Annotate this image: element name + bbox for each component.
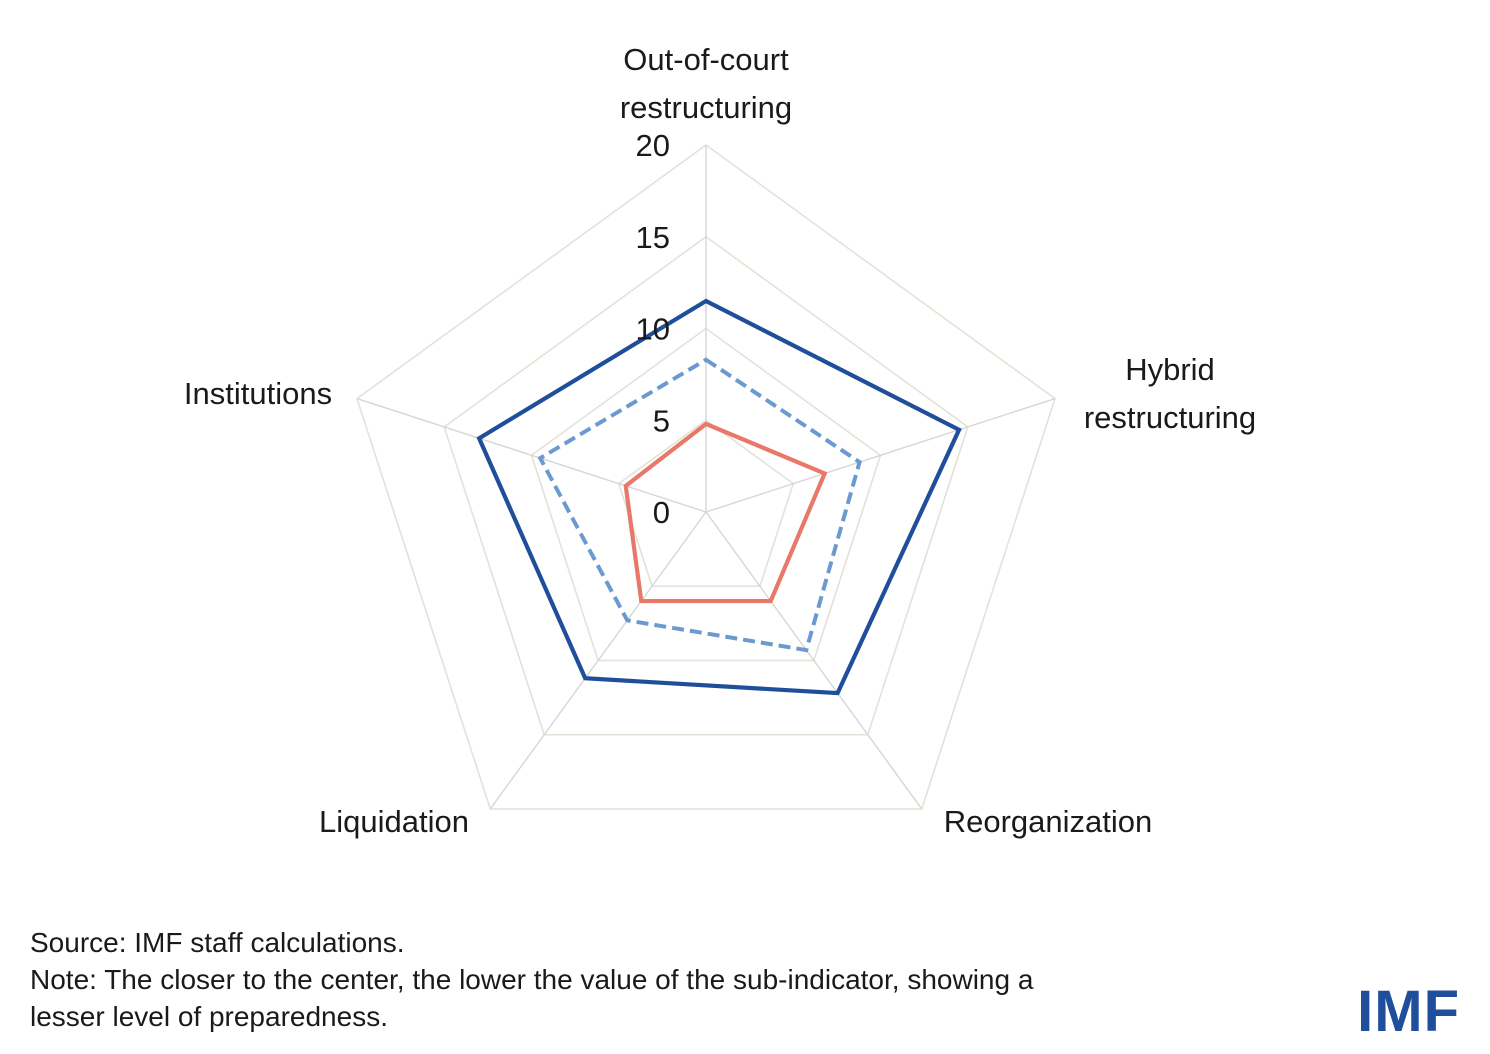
imf-logo: IMF — [1357, 979, 1460, 1044]
series-line-0 — [476, 298, 962, 696]
tick-label-15: 15 — [636, 220, 670, 255]
axis-label-3: Liquidation — [319, 804, 469, 839]
spoke-3 — [489, 511, 707, 810]
radial-tick-labels: 0 5 10 15 20 — [636, 128, 670, 530]
chart-footer: Source: IMF staff calculations. Note: Th… — [30, 924, 1230, 1035]
grid-ring-15 — [443, 235, 969, 736]
tick-label-10: 10 — [636, 312, 670, 347]
radar-series — [476, 298, 962, 696]
tick-label-5: 5 — [653, 403, 670, 438]
note-line-1: Note: The closer to the center, the lowe… — [30, 964, 1034, 995]
spoke-4 — [356, 397, 707, 513]
grid-ring-20 — [356, 144, 1056, 810]
grid-ring-10 — [530, 327, 882, 662]
series-line-1 — [537, 357, 862, 653]
spoke-2 — [705, 511, 923, 810]
source-note: Source: IMF staff calculations. — [30, 927, 405, 958]
tick-label-0: 0 — [653, 495, 670, 530]
spoke-1 — [705, 397, 1056, 513]
axis-label-2: Reorganization — [944, 804, 1153, 839]
radar-grid — [356, 144, 1056, 810]
series-line-2 — [623, 421, 828, 604]
axis-label-4: Institutions — [184, 376, 332, 411]
tick-label-20: 20 — [636, 128, 670, 163]
note-line-2: lesser level of preparedness. — [30, 1001, 388, 1032]
grid-ring-5 — [617, 419, 795, 588]
